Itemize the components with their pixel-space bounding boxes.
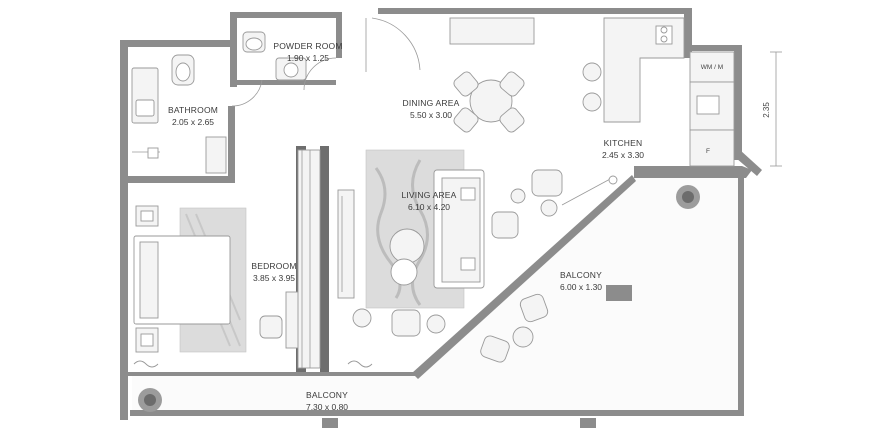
dining-area-label: DINING AREA <box>403 98 460 108</box>
balcony-furniture <box>133 185 700 412</box>
side-balcony-label: BALCONY <box>560 270 602 280</box>
side-balcony-dims: 6.00 x 1.30 <box>560 282 602 292</box>
bedroom-label: BEDROOM <box>251 261 296 271</box>
powder-room-label: POWDER ROOM <box>273 41 342 51</box>
fridge-label: F <box>706 148 710 155</box>
washer-label: WM / M <box>701 64 723 71</box>
kitchen-fixtures <box>582 17 735 167</box>
bathroom-dims: 2.05 x 2.65 <box>172 117 214 127</box>
dimension-value: 2.35 <box>762 102 771 118</box>
bathroom-fixtures <box>131 54 263 174</box>
powder-room-fixtures <box>242 17 421 91</box>
front-balcony-dims: 7.30 x 0.80 <box>306 402 348 412</box>
kitchen-label: KITCHEN <box>604 138 643 148</box>
dimension-marker <box>770 51 782 167</box>
bedroom-dims: 3.85 x 3.95 <box>253 273 295 283</box>
bedroom-furniture <box>133 149 355 369</box>
living-area-label: LIVING AREA <box>401 190 456 200</box>
living-furniture <box>352 149 618 337</box>
dining-table-set <box>449 17 535 133</box>
dining-area-dims: 5.50 x 3.00 <box>410 110 452 120</box>
front-balcony-label: BALCONY <box>306 390 348 400</box>
powder-room-dims: 1.90 x 1.25 <box>287 53 329 63</box>
bathroom-label: BATHROOM <box>168 105 218 115</box>
kitchen-dims: 2.45 x 3.30 <box>602 150 644 160</box>
living-area-dims: 6.10 x 4.20 <box>408 202 450 212</box>
front-balcony-floor <box>132 375 417 413</box>
walls <box>120 8 762 428</box>
